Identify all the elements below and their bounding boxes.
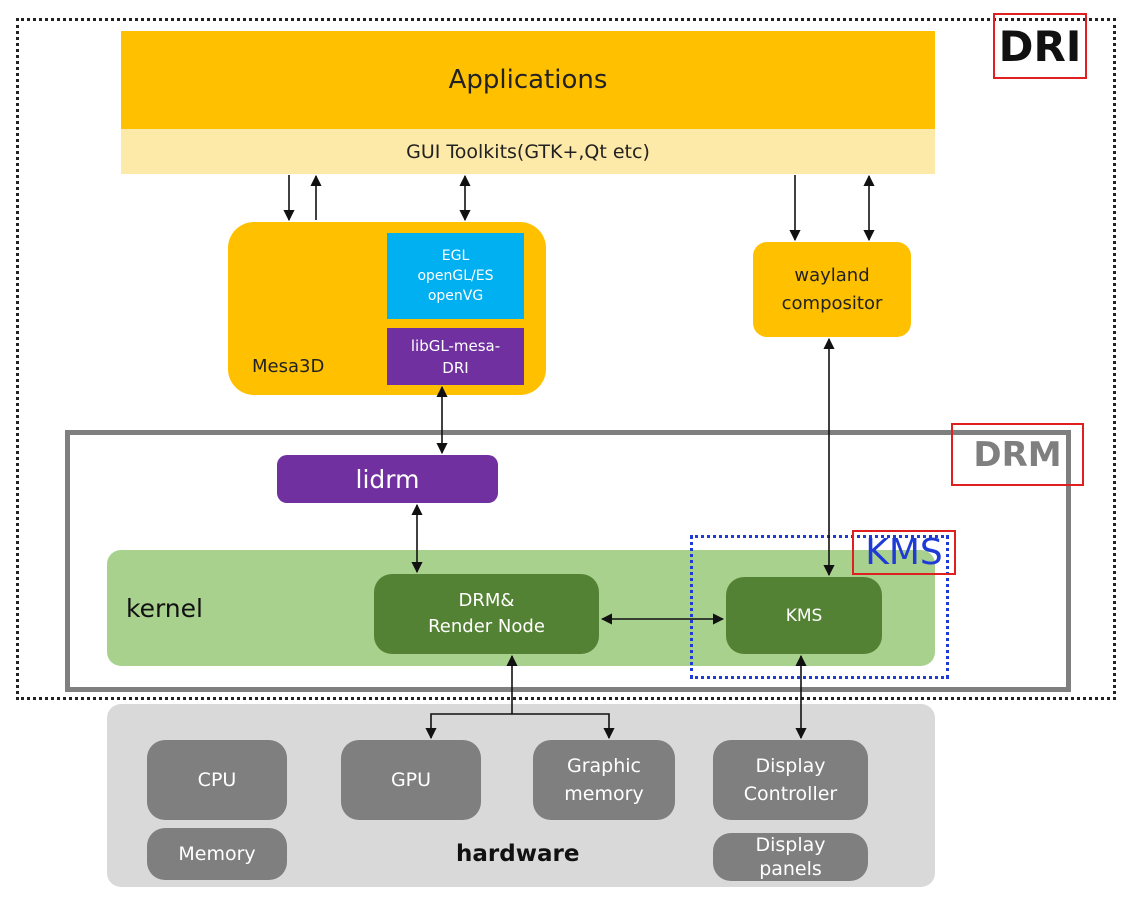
arrow-branch-graphic-memory bbox=[512, 713, 615, 740]
egl-line: EGL bbox=[441, 248, 470, 264]
drm-node-line-2: Render Node bbox=[428, 616, 545, 637]
graphic-memory-line-1: Graphic bbox=[566, 755, 641, 777]
display-controller-box: Display Controller bbox=[713, 740, 868, 820]
cpu-label: CPU bbox=[197, 769, 237, 791]
dri-frame bbox=[16, 18, 1116, 700]
kms-tag-label: KMS bbox=[865, 532, 943, 573]
gui-toolkits-label: GUI Toolkits(GTK+,Qt etc) bbox=[406, 140, 650, 163]
lidrm-box: lidrm bbox=[277, 455, 498, 503]
gui-toolkits-layer: GUI Toolkits(GTK+,Qt etc) bbox=[121, 129, 935, 174]
hardware-label: hardware bbox=[456, 841, 580, 867]
kms-frame bbox=[690, 535, 949, 679]
dri-tag-label: DRI bbox=[998, 21, 1082, 71]
libgl-line-1: libGL-mesa- bbox=[410, 336, 501, 355]
wayland-line-1: wayland bbox=[794, 264, 870, 286]
memory-box: Memory bbox=[147, 828, 287, 880]
display-controller-line-1: Display bbox=[755, 755, 826, 777]
wayland-line-2: compositor bbox=[781, 292, 883, 314]
applications-label: Applications bbox=[448, 65, 608, 95]
wayland-compositor-box: wayland compositor bbox=[753, 242, 911, 337]
dri-tag: DRI bbox=[993, 13, 1087, 79]
memory-label: Memory bbox=[178, 843, 256, 865]
gpu-box: GPU bbox=[341, 740, 481, 820]
drm-tag-label: DRM bbox=[973, 434, 1062, 475]
drm-render-node-box: DRM& Render Node bbox=[374, 574, 599, 654]
mesa3d-label: Mesa3D bbox=[252, 356, 325, 377]
kms-tag: KMS bbox=[852, 530, 956, 575]
cpu-box: CPU bbox=[147, 740, 287, 820]
drm-frame bbox=[65, 430, 1071, 692]
graphic-memory-line-2: memory bbox=[564, 783, 644, 805]
libgl-mesa-dri-box: libGL-mesa- DRI bbox=[387, 328, 524, 385]
applications-layer: Applications bbox=[121, 31, 935, 129]
gpu-label: GPU bbox=[390, 769, 432, 791]
libgl-line-2: DRI bbox=[442, 358, 469, 377]
opengl-es-line: openGL/ES bbox=[417, 268, 494, 284]
graphic-memory-box: Graphic memory bbox=[533, 740, 675, 820]
drm-node-line-1: DRM& bbox=[458, 590, 515, 611]
display-panels-box: Display panels bbox=[713, 833, 868, 881]
display-panels-line-2: panels bbox=[759, 858, 822, 880]
egl-opengl-openvg-box: EGL openGL/ES openVG bbox=[387, 233, 524, 319]
lidrm-label: lidrm bbox=[355, 464, 420, 494]
drm-tag: DRM bbox=[951, 423, 1084, 486]
display-panels-line-1: Display bbox=[755, 834, 826, 856]
kernel-label: kernel bbox=[126, 594, 203, 623]
kms-node-box: KMS bbox=[726, 577, 882, 654]
arrow-branch-gpu bbox=[425, 713, 512, 740]
openvg-line: openVG bbox=[427, 288, 484, 304]
kms-node-label: KMS bbox=[785, 605, 823, 626]
display-controller-line-2: Controller bbox=[743, 783, 838, 805]
